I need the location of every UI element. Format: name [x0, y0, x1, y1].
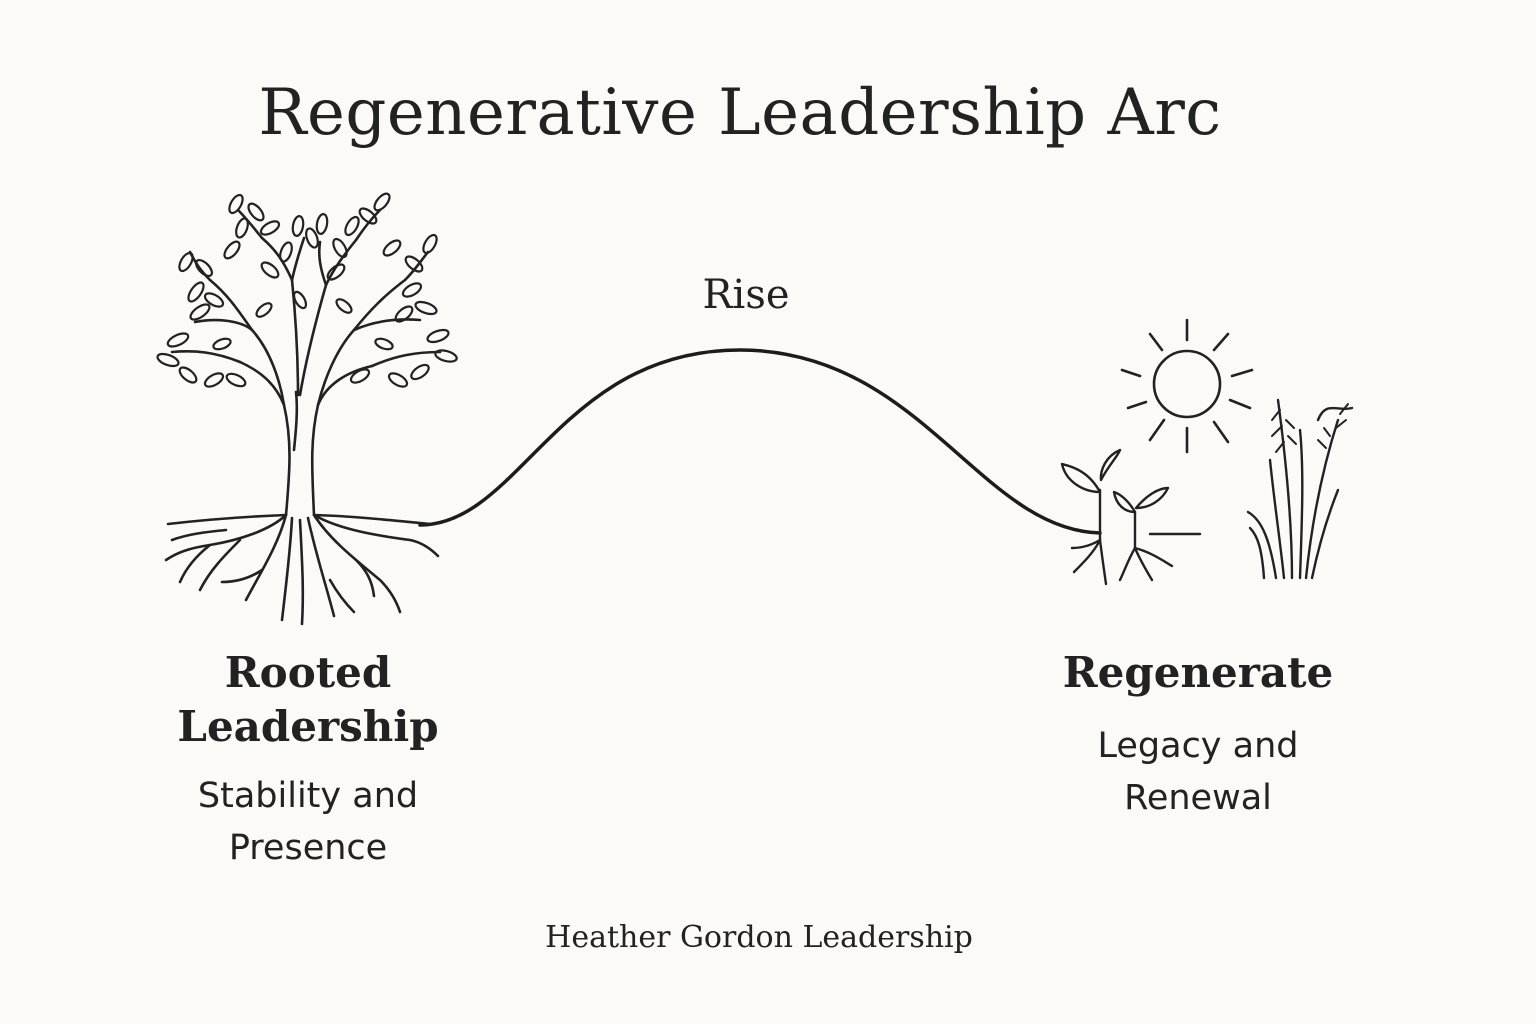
- right-stage-title: Regenerate: [1062, 648, 1334, 697]
- footer-credit: Heather Gordon Leadership: [545, 920, 973, 955]
- sprouts-icon: [1060, 448, 1202, 586]
- left-stage: Rooted Leadership Stability and Presence: [150, 646, 466, 874]
- right-stage-subtitle-line1: Legacy and: [1097, 726, 1299, 766]
- left-stage-title-line1: Rooted: [224, 648, 392, 697]
- left-stage-subtitle-line2: Presence: [228, 828, 388, 868]
- arc-peak-label: Rise: [702, 272, 790, 318]
- diagram-title: Regenerative Leadership Arc: [258, 76, 1222, 150]
- sun-icon: [1120, 318, 1254, 454]
- left-stage-title-line2: Leadership: [177, 702, 439, 751]
- tree-with-roots-icon: [156, 192, 458, 626]
- arc-curve: [418, 348, 1102, 535]
- left-stage-subtitle-line1: Stability and: [197, 776, 419, 816]
- right-stage-subtitle-line2: Renewal: [1124, 778, 1272, 818]
- right-stage: Regenerate Legacy and Renewal: [1040, 646, 1356, 824]
- grass-icon: [1246, 398, 1354, 580]
